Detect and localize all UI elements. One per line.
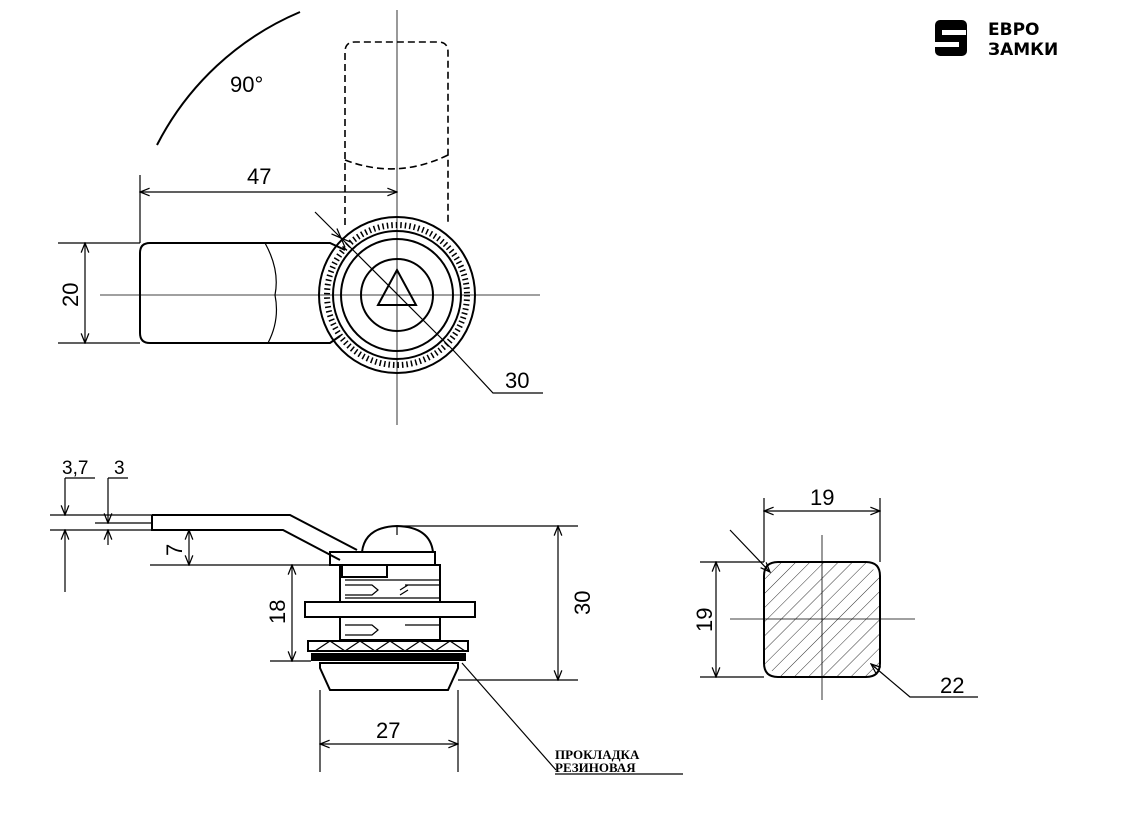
dim-7: 7 — [162, 544, 187, 556]
gasket-label-line2: РЕЗИНОВАЯ — [555, 760, 636, 775]
cutout-view: 19 19 22 — [692, 485, 978, 700]
dim-19-height: 19 — [692, 608, 717, 632]
dim-19-width: 19 — [810, 485, 834, 510]
logo-line2: ЗАМКИ — [988, 40, 1058, 60]
dim-30-diameter: 30 — [505, 368, 529, 393]
dim-27: 27 — [376, 718, 400, 743]
top-view: 90° 47 20 30 — [58, 10, 543, 425]
rubber-gasket — [311, 653, 466, 661]
dim-47: 47 — [247, 164, 271, 189]
dim-3-7: 3,7 — [62, 458, 88, 479]
angle-label: 90° — [230, 72, 263, 97]
dim-22: 22 — [940, 673, 964, 698]
dim-3: 3 — [114, 458, 125, 479]
side-view: 3,7 3 7 18 30 27 ПРОКЛАДКА РЕЗИНОВАЯ — [50, 458, 683, 775]
dim-20: 20 — [58, 283, 83, 307]
dim-18: 18 — [265, 600, 290, 624]
triangle-key-icon — [376, 267, 418, 306]
dim-30-height: 30 — [570, 591, 595, 615]
logo: ЕВРО ЗАМКИ — [935, 20, 1058, 60]
rotation-arc — [156, 11, 301, 146]
logo-line1: ЕВРО — [988, 20, 1039, 40]
gasket-label-line1: ПРОКЛАДКА — [555, 747, 640, 762]
logo-mark-icon — [935, 20, 967, 56]
